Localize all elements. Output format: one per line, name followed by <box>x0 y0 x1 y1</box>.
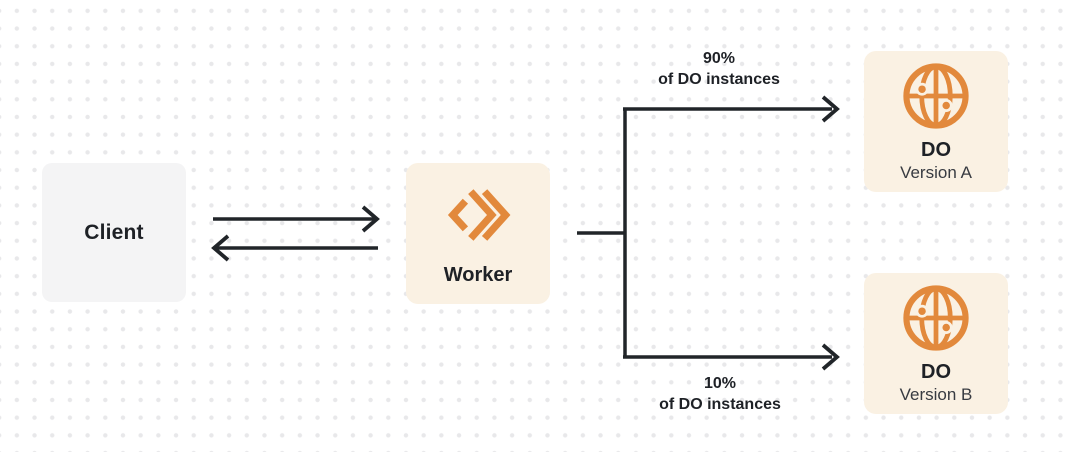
client-node: Client <box>42 163 186 302</box>
split-label-10-percent: 10% of DO instances <box>620 373 820 415</box>
arrow-to-do-version-a <box>821 95 840 123</box>
do-subtitle: Version A <box>900 163 972 182</box>
arrow-client-to-worker <box>213 205 380 233</box>
split-caption: of DO instances <box>658 71 780 88</box>
client-label: Client <box>84 220 144 244</box>
worker-label: Worker <box>443 264 513 286</box>
split-label-90-percent: 90% of DO instances <box>619 48 819 90</box>
worker-node: Worker <box>406 163 550 304</box>
split-caption: of DO instances <box>659 396 781 413</box>
do-title: DO <box>921 361 951 383</box>
split-tree-line <box>577 107 832 359</box>
do-version-a-node: DO Version A <box>864 51 1008 192</box>
split-percent: 10% <box>703 375 737 392</box>
durable-object-globe-icon <box>903 63 969 129</box>
workers-code-chevrons-icon <box>447 189 511 241</box>
durable-object-globe-icon <box>903 285 969 351</box>
do-subtitle: Version B <box>899 385 973 404</box>
split-percent: 90% <box>702 50 736 67</box>
arrow-worker-to-client <box>211 234 378 262</box>
arrow-to-do-version-b <box>821 343 840 371</box>
do-title: DO <box>921 139 951 161</box>
do-version-b-node: DO Version B <box>864 273 1008 414</box>
